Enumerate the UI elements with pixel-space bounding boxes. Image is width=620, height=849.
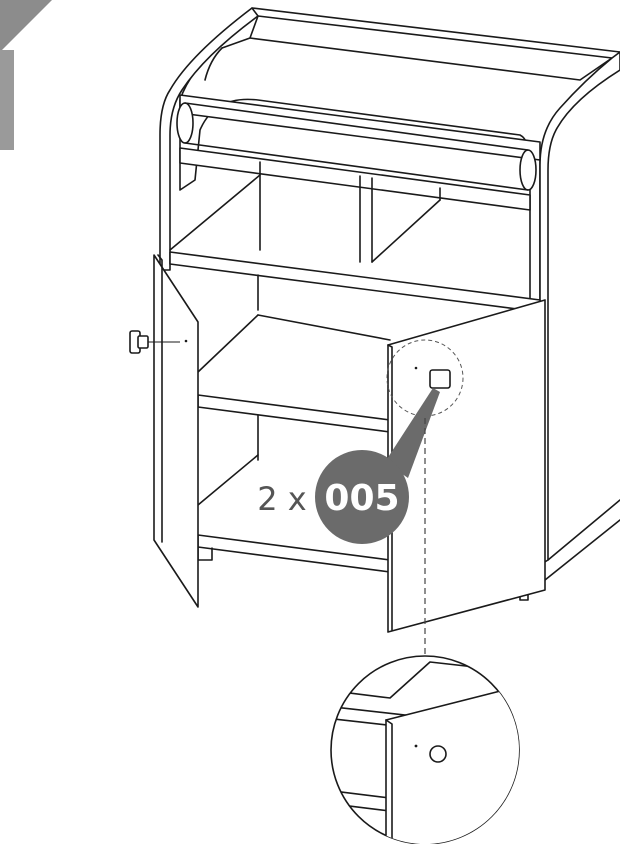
top-recess [249,15,613,81]
part-callout: 005 2 x [257,450,409,544]
magnified-detail-circle [330,655,520,845]
right-door [386,299,546,633]
callout-pointer [385,388,440,478]
right-side-panel [539,51,620,566]
lower-shelf [197,394,391,433]
page-corner-tab [0,0,52,150]
left-side-panel [159,7,259,271]
left-door [153,254,199,608]
middle-shelf [169,251,541,313]
part-number: 005 [324,478,399,519]
quantity-label: 2 x [257,480,306,518]
knob-icon [129,330,180,354]
part-number-badge [315,450,409,544]
knob-hole [429,745,447,763]
inner-top-shelf [179,147,531,211]
door-knob [429,369,451,389]
cabinet [159,7,620,601]
